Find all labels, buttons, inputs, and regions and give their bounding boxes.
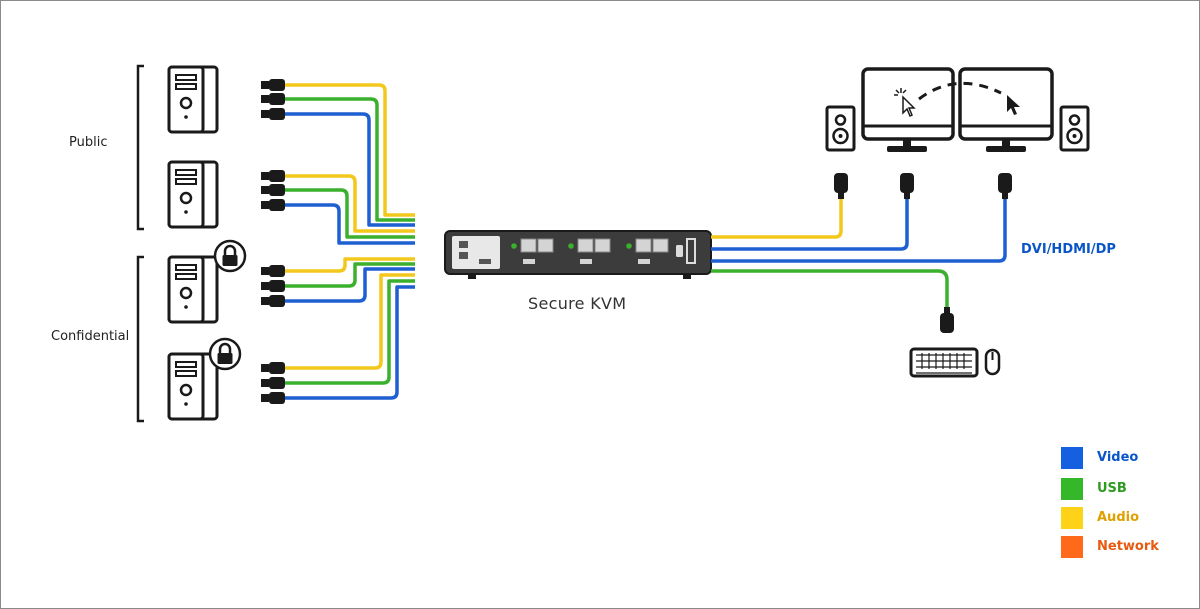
usb-plug [940,307,954,333]
keyboard-icon [909,347,979,378]
right-speaker-icon [1059,105,1090,152]
left-speaker-icon [825,105,856,152]
legend-label-network: Network [1097,539,1159,554]
mouse-icon [984,348,1001,376]
public-group-bracket [136,64,144,231]
confidential-group-bracket [136,255,144,423]
audio-plug [834,173,848,199]
video-plug-2 [998,173,1012,199]
public-group-label: Public [69,135,108,150]
secure-kvm-label: Secure KVM [528,294,627,313]
legend-swatch-video [1061,447,1083,469]
right-cables [711,195,1007,313]
left-cable-plugs [261,79,285,404]
confidential-group-label: Confidential [51,329,130,344]
secure-kvm-device [444,230,712,279]
video-connector-label: DVI/HDMI/DP [1021,242,1116,257]
padlock-icon [208,337,242,371]
legend-swatch-network [1061,536,1083,558]
legend-label-usb: USB [1097,481,1127,496]
origin-cursor-icon [894,88,916,118]
left-cables [281,83,415,400]
video-plug-1 [900,173,914,199]
public-computer-1-icon [167,65,219,134]
confidential-computer-2-icon [167,352,219,421]
legend-swatch-audio [1061,507,1083,529]
right-monitor-icon [958,67,1054,152]
public-computer-2-icon [167,160,219,229]
padlock-icon [213,239,247,273]
legend-label-video: Video [1097,450,1139,465]
legend-swatch-usb [1061,478,1083,500]
legend-label-audio: Audio [1097,510,1140,525]
confidential-computer-1-icon [167,255,219,324]
target-cursor-icon [1007,95,1020,115]
